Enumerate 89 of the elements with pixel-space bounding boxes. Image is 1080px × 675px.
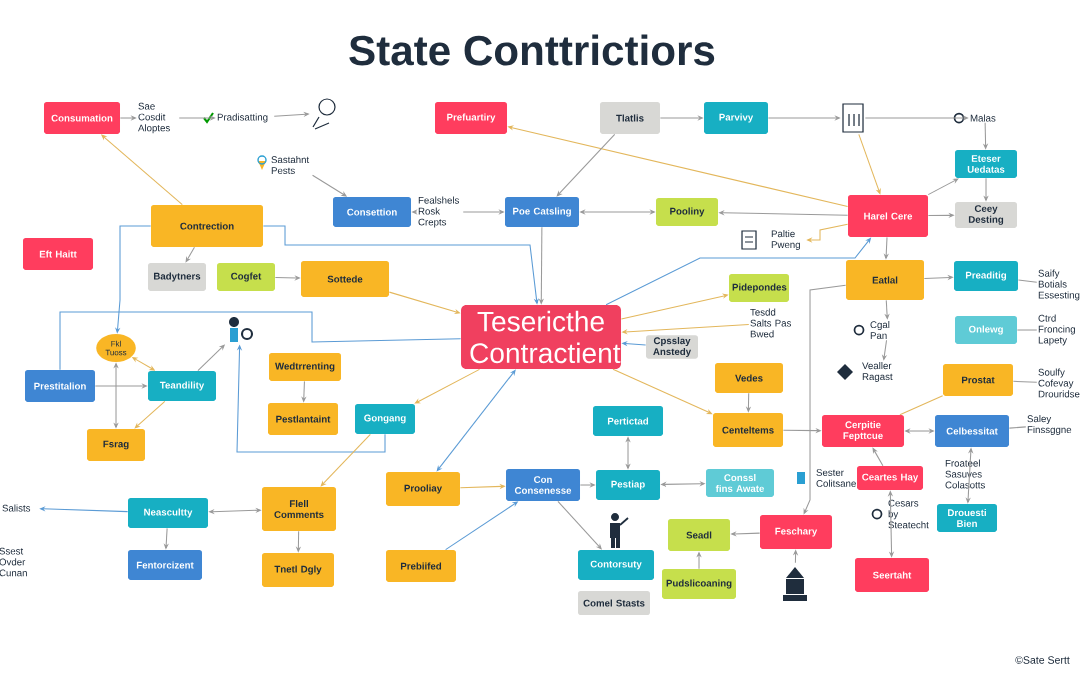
text-label: Soulfy Cofevay Drouridse bbox=[1038, 368, 1080, 398]
process-box: Comel Stasts bbox=[578, 591, 650, 615]
text-label: Saley Finssggne bbox=[1027, 415, 1072, 435]
process-box: Prestitalion bbox=[25, 370, 95, 402]
text-label: Vealler Ragast bbox=[862, 362, 893, 382]
magnifier-hand-icon bbox=[312, 98, 336, 130]
document-icon bbox=[842, 103, 864, 133]
arrow bbox=[557, 500, 602, 550]
connector-line bbox=[1012, 380, 1038, 383]
process-box: Neascultty bbox=[128, 498, 208, 528]
arrow bbox=[185, 246, 195, 263]
connector-line bbox=[59, 311, 462, 371]
text-label: Sae Cosdit Aloptes bbox=[138, 102, 170, 134]
connector-line bbox=[1008, 426, 1027, 429]
text-label: Pradisatting bbox=[217, 113, 268, 123]
process-box: Consumation bbox=[44, 102, 120, 134]
process-box: Eft Haitt bbox=[23, 238, 93, 270]
connector-line bbox=[1016, 329, 1038, 331]
text-label: Saify Botials Essesting bbox=[1038, 269, 1080, 301]
arrow bbox=[134, 400, 166, 429]
process-box: Centeltems bbox=[713, 413, 783, 447]
person-icon bbox=[610, 513, 629, 548]
process-box: Preaditig bbox=[954, 261, 1018, 291]
process-box: Cogfet bbox=[217, 263, 275, 291]
process-box: Gongang bbox=[355, 404, 415, 434]
process-box: Consettion bbox=[333, 197, 411, 227]
process-box: Prefuartiry bbox=[435, 102, 507, 134]
process-box: Fsrag bbox=[87, 429, 145, 461]
process-box: Pertictad bbox=[593, 406, 663, 436]
process-box: Pooliny bbox=[656, 198, 718, 226]
process-box: Fentorcizent bbox=[128, 550, 202, 580]
process-box: Tlatlis bbox=[600, 102, 660, 134]
process-box: Pestiap bbox=[596, 470, 660, 500]
arrow bbox=[320, 433, 371, 487]
title: State Conttrictiors bbox=[349, 34, 715, 66]
text-label: Fealshels Rosk Crepts bbox=[418, 196, 460, 228]
text-label: Tesdd Salts Pas Bwed bbox=[750, 308, 792, 338]
text-label: Paltie Pweng bbox=[771, 230, 800, 250]
process-box: Feschary bbox=[760, 515, 832, 549]
process-box: Parvivy bbox=[704, 102, 768, 134]
process-box: Prostat bbox=[943, 364, 1013, 396]
process-box: Flell Comments bbox=[262, 487, 336, 531]
process-box: Tnetl Dgly bbox=[262, 553, 334, 587]
process-box: Contrection bbox=[151, 205, 263, 247]
arrow bbox=[414, 368, 481, 404]
central-box: Tesericthe Contractient bbox=[461, 305, 621, 369]
process-box: Contorsuty bbox=[578, 550, 654, 580]
building-icon bbox=[783, 567, 807, 601]
process-box: Badytners bbox=[148, 263, 206, 291]
process-box: Eteser Uedatas bbox=[955, 150, 1017, 178]
text-label: Froateel Sasuves Colasotts bbox=[945, 459, 985, 489]
process-box: Sottede bbox=[301, 261, 389, 297]
process-box: Cpsslay Anstedy bbox=[646, 335, 698, 359]
process-box: Drouesti Bien bbox=[937, 504, 997, 532]
process-box: Eatlal bbox=[846, 260, 924, 300]
process-box: Ceey Desting bbox=[955, 202, 1017, 228]
process-box: Harel Cere bbox=[848, 195, 928, 237]
connector-line bbox=[1017, 279, 1038, 283]
process-box: Pudslicoaning bbox=[662, 569, 736, 599]
connector-line bbox=[899, 395, 944, 416]
process-box: Seadl bbox=[668, 519, 730, 551]
process-box: Conssl fins Awate bbox=[706, 469, 774, 497]
process-box: Onlewg bbox=[955, 316, 1017, 344]
text-label: Sester Colitsane bbox=[816, 469, 856, 487]
process-box: Con Consenesse bbox=[506, 469, 580, 501]
process-box: Wedtrrenting bbox=[269, 353, 341, 381]
person-gear-icon bbox=[229, 317, 254, 342]
process-box: Prebiifed bbox=[386, 550, 456, 582]
text-label: Malas bbox=[970, 114, 996, 122]
arrow bbox=[556, 133, 616, 197]
process-box: Ceartes Hay bbox=[857, 466, 923, 490]
process-box: Celbessitat bbox=[935, 415, 1009, 447]
process-box: Pestlantaint bbox=[268, 403, 338, 435]
text-label: Sastahnt Pests bbox=[271, 156, 310, 174]
process-box: Seertaht bbox=[855, 558, 929, 592]
process-box: Pidepondes bbox=[729, 274, 789, 302]
footer-note: ©Sate Sertt bbox=[1015, 656, 1070, 664]
text-label: Ssest Ovder Cunan bbox=[0, 547, 27, 577]
process-box: Prooliay bbox=[386, 472, 460, 506]
arrow bbox=[436, 369, 516, 472]
process-box: Cerpitie Fepttcue bbox=[822, 415, 904, 447]
text-label: Cgal Pan bbox=[870, 321, 890, 339]
arrow bbox=[927, 178, 959, 196]
process-box: Vedes bbox=[715, 363, 783, 393]
text-label: Cesars by Steatecht bbox=[888, 499, 929, 529]
text-label: Ctrd Froncing Lapety bbox=[1038, 314, 1075, 346]
process-box: Poe Catsling bbox=[505, 197, 579, 227]
process-box: Teandility bbox=[148, 371, 216, 401]
text-label: Salists bbox=[2, 504, 31, 512]
